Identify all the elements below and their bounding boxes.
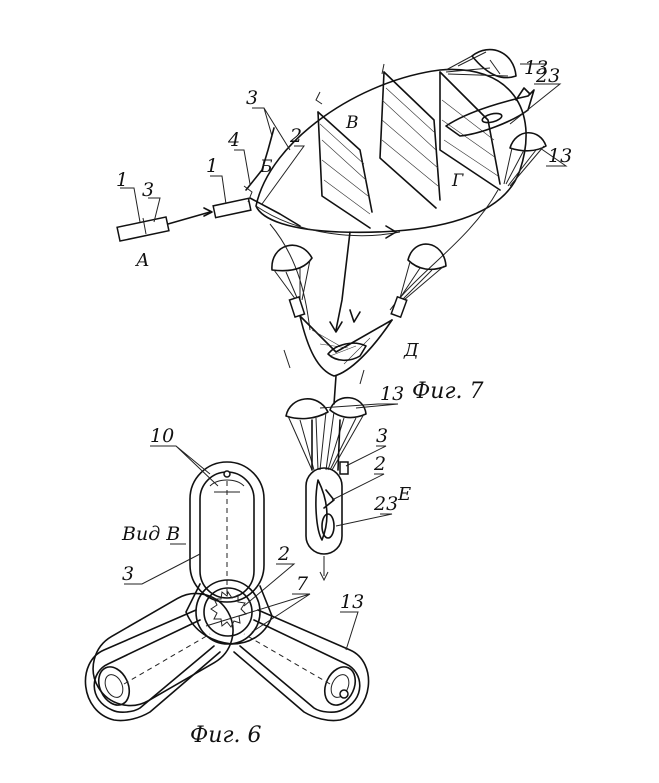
parachute-13-right xyxy=(503,131,547,187)
figure-6: 10 Вид В 3 2 7 13 Фиг. 6 xyxy=(84,425,370,748)
label-2-bottom: 2 xyxy=(373,453,386,475)
leader-lines-fig6 xyxy=(124,445,359,651)
label-2-top: 2 xyxy=(289,125,302,147)
label-2-fig6: 2 xyxy=(277,543,290,565)
label-13-right: 13 xyxy=(548,145,572,167)
stage-a-object xyxy=(116,207,213,242)
figure-7-caption: Фиг. 7 xyxy=(412,379,484,404)
label-23-top: 23 xyxy=(535,65,560,87)
stage-g-label: Г xyxy=(451,171,464,191)
label-23-bottom: 23 xyxy=(373,493,398,515)
stage-v-label: В xyxy=(345,113,359,133)
parachute-13-top xyxy=(445,48,517,79)
view-label: Вид В xyxy=(121,523,180,545)
stage-d-assembly xyxy=(283,309,393,385)
leader-lines-fig7 xyxy=(120,63,568,527)
stage-b-label: Б xyxy=(259,157,273,177)
parachute-d-left xyxy=(271,244,313,319)
figure-7: 1 3 А 1 4 3 2 Б В Г 13 23 13 Д Фиг. 7 13… xyxy=(116,48,572,582)
deployed-wing-panels xyxy=(315,63,501,229)
label-7: 7 xyxy=(296,573,309,595)
aircraft-23 xyxy=(445,87,535,137)
label-1-mid: 1 xyxy=(206,155,218,177)
label-13-bottom: 13 xyxy=(380,383,404,405)
tube-left xyxy=(92,592,234,707)
label-10: 10 xyxy=(150,425,174,447)
stage-e-label: Е xyxy=(397,484,411,505)
label-1-left: 1 xyxy=(116,169,128,191)
stage-a-label: А xyxy=(134,250,150,271)
figure-6-caption: Фиг. 6 xyxy=(190,723,262,748)
tube-top xyxy=(189,461,265,603)
label-3-bottom: 3 xyxy=(376,425,388,447)
stage-b-object xyxy=(212,127,301,227)
label-3-top: 3 xyxy=(246,87,258,109)
trajectory-loop xyxy=(255,68,527,234)
label-3-left: 3 xyxy=(142,179,154,201)
label-4: 4 xyxy=(227,129,240,151)
label-13-top: 13 xyxy=(524,57,548,79)
label-3-fig6: 3 xyxy=(122,563,134,585)
parachute-e-pair xyxy=(285,396,367,471)
stage-d-label: Д xyxy=(403,340,419,361)
stage-e-container xyxy=(305,461,349,582)
label-13-fig6: 13 xyxy=(340,591,364,613)
parachute-d-right xyxy=(390,243,447,319)
